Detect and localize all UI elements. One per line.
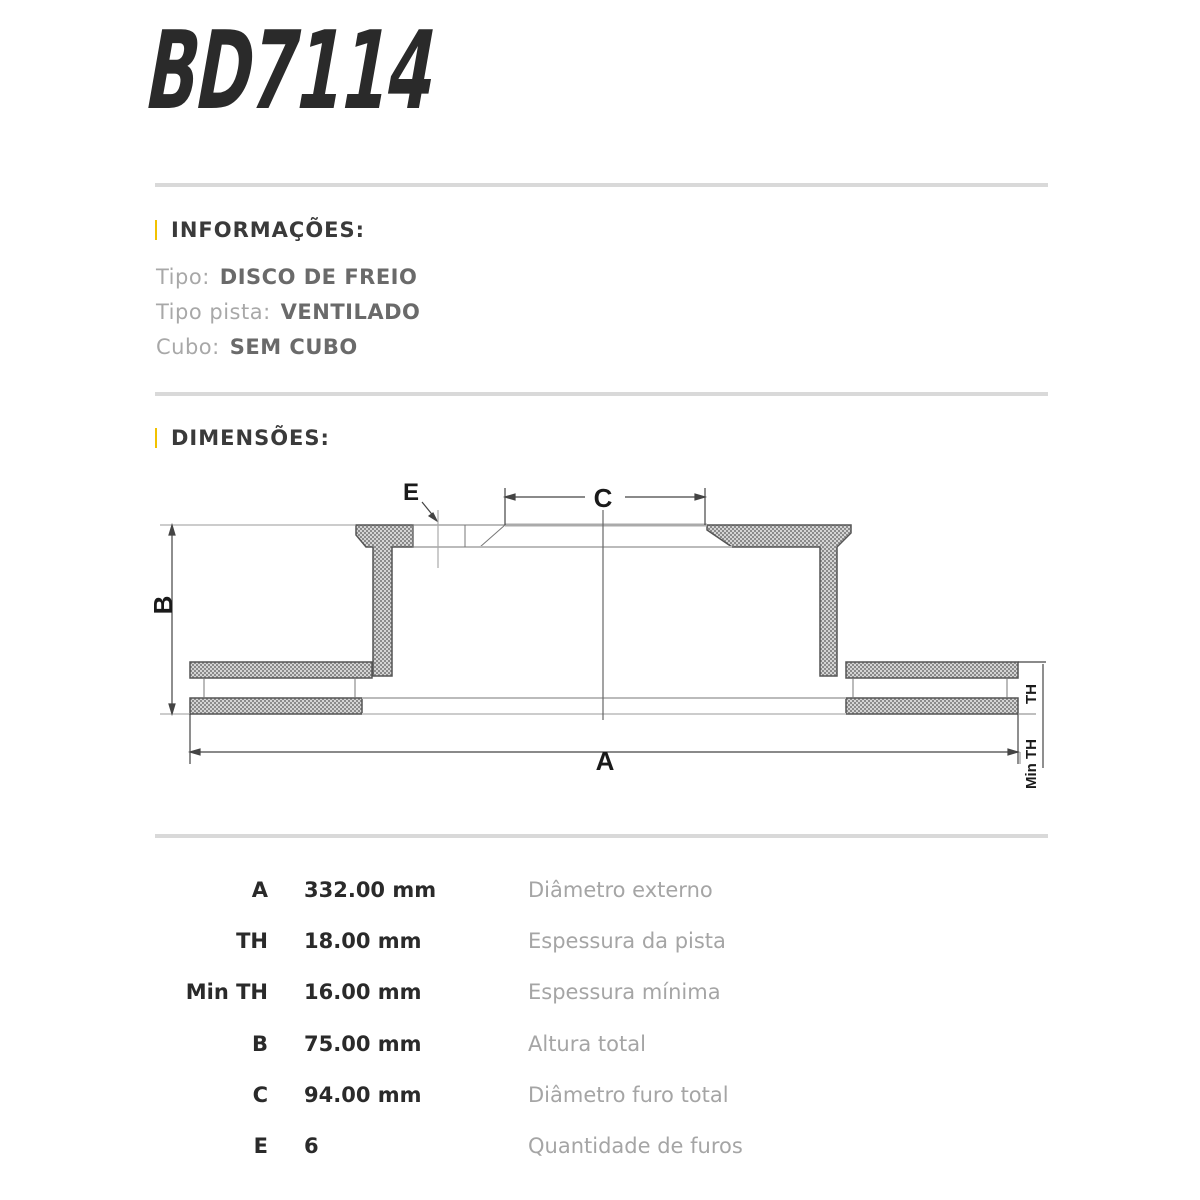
spec-desc: Altura total: [528, 1032, 646, 1056]
info-heading-text: INFORMAÇÕES:: [171, 218, 366, 242]
divider: [155, 392, 1048, 396]
spec-value: 18.00 mm: [304, 929, 422, 953]
spec-desc: Diâmetro furo total: [528, 1083, 729, 1107]
spec-value: 75.00 mm: [304, 1032, 422, 1056]
info-row-tipo: Tipo: DISCO DE FREIO: [156, 265, 417, 289]
spec-key: Min TH: [185, 980, 268, 1004]
spec-row-min-th: Min TH 16.00 mm Espessura mínima: [0, 980, 1200, 1010]
spec-row-e: E 6 Quantidade de furos: [0, 1134, 1200, 1164]
spec-key: A: [251, 878, 268, 902]
spec-key: E: [253, 1134, 268, 1158]
accent-bar: [155, 220, 157, 240]
spec-row-th: TH 18.00 mm Espessura da pista: [0, 929, 1200, 959]
label-c: C: [594, 483, 613, 513]
spec-desc: Quantidade de furos: [528, 1134, 743, 1158]
info-label: Tipo pista:: [156, 300, 271, 324]
label-min-th: Min TH: [1023, 739, 1040, 789]
spec-row-a: A 332.00 mm Diâmetro externo: [0, 878, 1200, 908]
brake-disc-cross-section-diagram: B A C E TH Min TH: [148, 479, 1046, 789]
info-value: SEM CUBO: [229, 335, 358, 359]
spec-value: 332.00 mm: [304, 878, 437, 902]
spec-desc: Espessura mínima: [528, 980, 721, 1004]
accent-bar: [155, 428, 157, 448]
spec-key: B: [251, 1032, 268, 1056]
spec-value: 94.00 mm: [304, 1083, 422, 1107]
spec-key: TH: [236, 929, 268, 953]
info-value: DISCO DE FREIO: [219, 265, 418, 289]
label-b: B: [148, 596, 178, 615]
divider: [155, 183, 1048, 187]
spec-key: C: [252, 1083, 268, 1107]
info-row-tipo-pista: Tipo pista: VENTILADO: [156, 300, 420, 324]
label-e: E: [403, 479, 419, 506]
dimensions-heading-text: DIMENSÕES:: [171, 426, 330, 450]
spec-value: 6: [304, 1134, 319, 1158]
divider: [155, 834, 1048, 838]
info-label: Cubo:: [156, 335, 220, 359]
spec-desc: Diâmetro externo: [528, 878, 713, 902]
spec-row-c: C 94.00 mm Diâmetro furo total: [0, 1083, 1200, 1113]
dimensions-section-heading: DIMENSÕES:: [155, 426, 330, 450]
info-row-cubo: Cubo: SEM CUBO: [156, 335, 358, 359]
label-a: A: [596, 746, 615, 776]
spec-row-b: B 75.00 mm Altura total: [0, 1032, 1200, 1062]
spec-value: 16.00 mm: [304, 980, 422, 1004]
label-th: TH: [1023, 684, 1040, 704]
info-section-heading: INFORMAÇÕES:: [155, 218, 365, 242]
info-value: VENTILADO: [280, 300, 421, 324]
spec-desc: Espessura da pista: [528, 929, 726, 953]
info-label: Tipo:: [156, 265, 210, 289]
